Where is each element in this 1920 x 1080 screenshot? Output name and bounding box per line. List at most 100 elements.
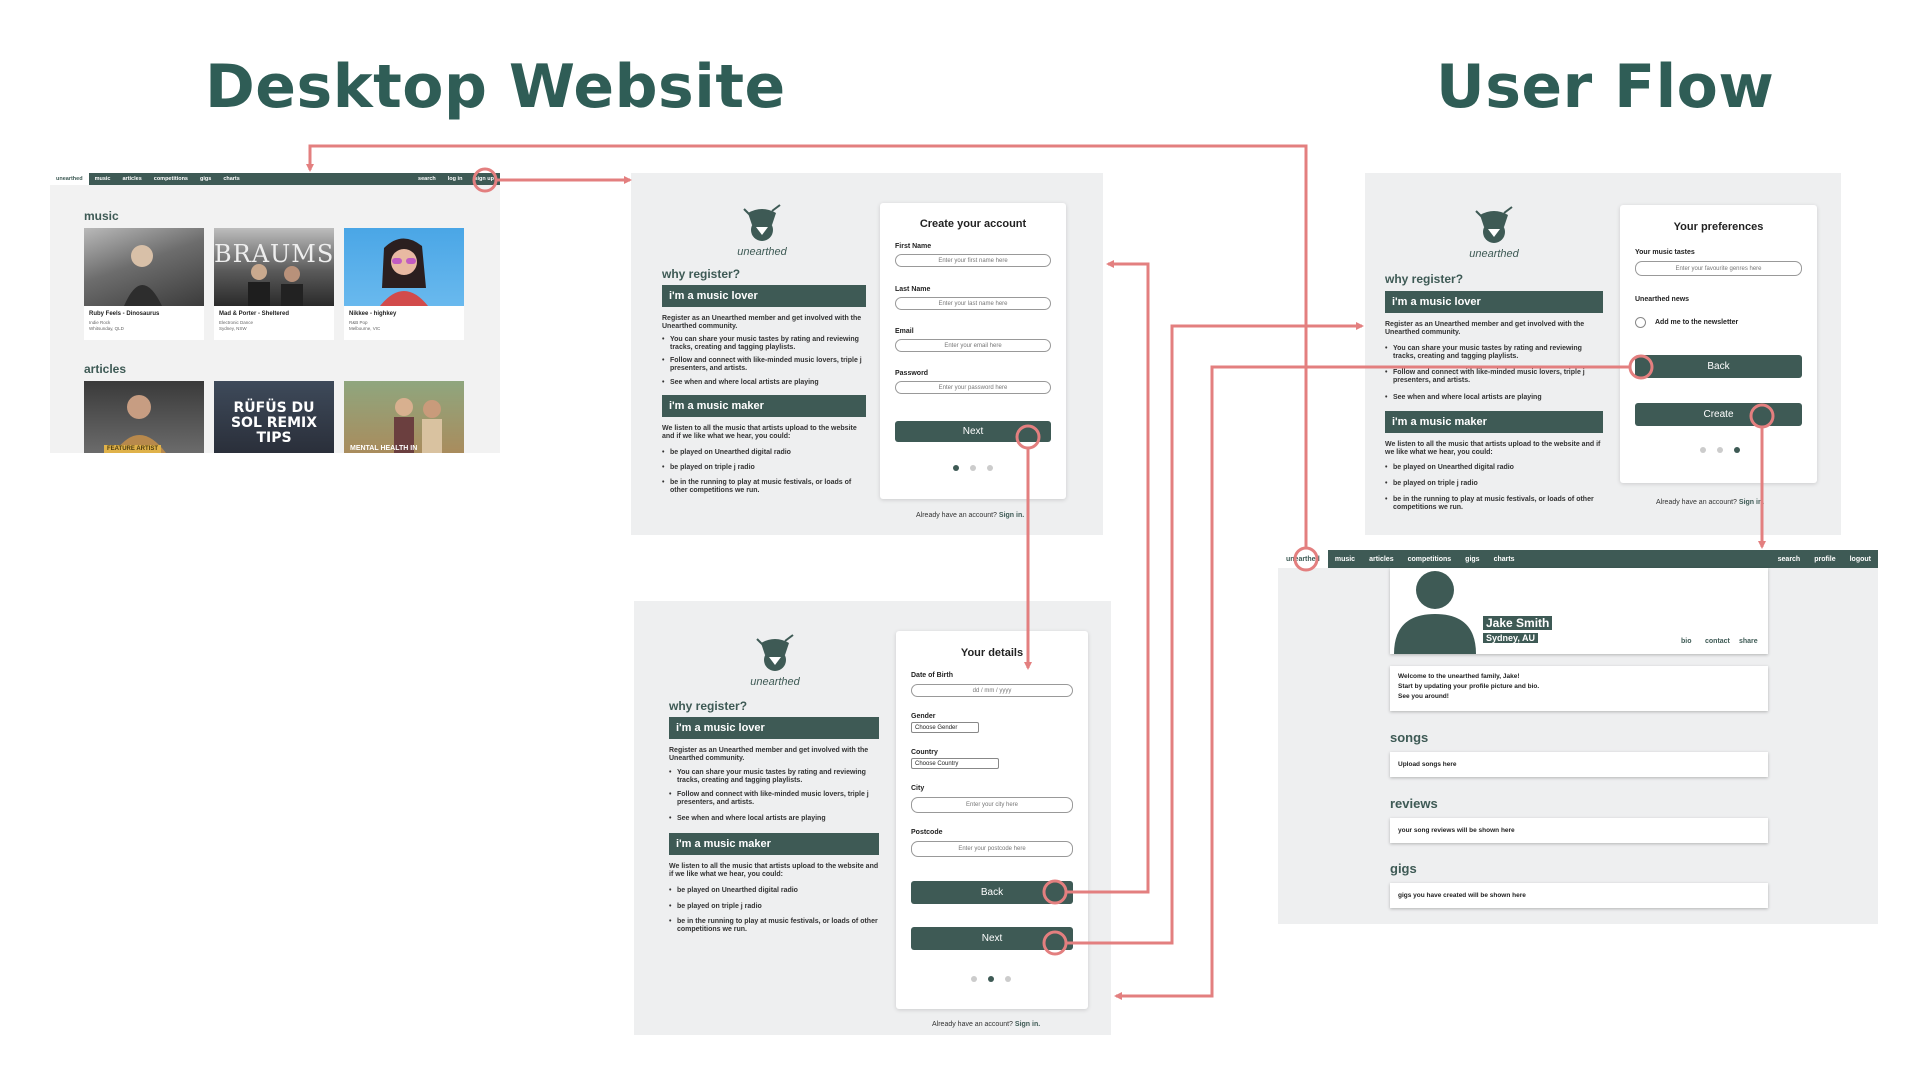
postcode-input[interactable]: Enter your postcode here xyxy=(911,841,1073,857)
step-indicator xyxy=(953,465,993,471)
bio-link[interactable]: bio xyxy=(1681,638,1692,645)
music-maker-bullet: be played on triple j radio xyxy=(1385,480,1603,488)
email-input[interactable]: Enter your email here xyxy=(895,339,1051,352)
signin-prompt: Already have an account? Sign in. xyxy=(932,1021,1040,1028)
welcome-line: See you around! xyxy=(1398,692,1449,700)
nav-logout[interactable]: logout xyxy=(1849,555,1871,563)
music-maker-bullet: be in the running to play at music festi… xyxy=(662,479,866,495)
nav-articles[interactable]: articles xyxy=(122,176,142,182)
why-register-title: why register? xyxy=(662,267,741,281)
nav-signup[interactable]: sign up xyxy=(474,176,494,182)
logo-icon xyxy=(756,634,794,671)
signin-link[interactable]: Sign in. xyxy=(998,512,1025,519)
nav-search[interactable]: search xyxy=(1777,555,1801,563)
article-card[interactable]: RÜFÜS DU SOL REMIX TIPS xyxy=(214,381,334,453)
country-select[interactable]: Choose Country xyxy=(911,758,999,769)
next-button[interactable]: Next xyxy=(895,421,1051,442)
music-card-title: Ruby Feels - Dinosaurus xyxy=(89,311,160,317)
form-title: Create your account xyxy=(919,218,1027,230)
article-card[interactable]: MENTAL HEALTH IN xyxy=(344,381,464,453)
music-card[interactable]: Ruby Feels - Dinosaurus Indie Rock Whits… xyxy=(84,228,204,340)
create-button[interactable]: Create xyxy=(1635,403,1802,426)
unearthed-logo: unearthed xyxy=(727,203,797,258)
music-card-title: Mad & Porter - Sheltered xyxy=(219,311,290,317)
profile-nav: unearthed music articles competitions gi… xyxy=(1278,550,1878,568)
profile-location: Sydney, AU xyxy=(1483,633,1539,643)
back-button[interactable]: Back xyxy=(911,881,1073,904)
music-lover-bullet: You can share your music tastes by ratin… xyxy=(662,336,866,352)
country-label: Country xyxy=(911,749,938,756)
nav-articles[interactable]: articles xyxy=(1369,555,1394,563)
already-text: Already have an account? xyxy=(932,1021,1013,1028)
music-maker-bullet: be in the running to play at music festi… xyxy=(669,918,879,934)
nav-logo[interactable]: unearthed xyxy=(50,173,89,185)
back-button[interactable]: Back xyxy=(1635,355,1802,378)
step-dot xyxy=(1717,447,1723,453)
music-maker-bullet: be played on triple j radio xyxy=(669,903,879,911)
welcome-text: Welcome to the unearthed family, Jake! S… xyxy=(1398,672,1539,701)
nav-logo[interactable]: unearthed xyxy=(1278,550,1328,568)
contact-link[interactable]: contact xyxy=(1705,638,1730,645)
nav-music[interactable]: music xyxy=(1334,555,1356,563)
music-tastes-label: Your music tastes xyxy=(1635,249,1695,256)
nav-competitions[interactable]: competitions xyxy=(153,176,188,182)
next-button[interactable]: Next xyxy=(911,927,1073,950)
nav-competitions[interactable]: competitions xyxy=(1407,555,1452,563)
last-name-input[interactable]: Enter your last name here xyxy=(895,297,1051,310)
logo-icon xyxy=(743,204,781,241)
first-name-input[interactable]: Enter your first name here xyxy=(895,254,1051,267)
music-card-genre: R&B Pop xyxy=(349,320,368,325)
music-maker-band: i'm a music maker xyxy=(662,395,866,417)
share-link[interactable]: share xyxy=(1739,638,1758,645)
form-title: Your preferences xyxy=(1673,221,1764,233)
logo-text: unearthed xyxy=(750,676,800,688)
step-dot xyxy=(971,976,977,982)
music-tastes-input[interactable]: Enter your favourite genres here xyxy=(1635,261,1802,276)
nav-music[interactable]: music xyxy=(94,176,111,182)
article-card[interactable]: FEATURE ARTIST xyxy=(84,381,204,453)
nav-login[interactable]: log in xyxy=(447,176,463,182)
nav-search[interactable]: search xyxy=(418,176,436,182)
music-maker-bullet: be played on triple j radio xyxy=(662,464,866,472)
music-maker-bullet: be played on Unearthed digital radio xyxy=(1385,464,1603,472)
gender-select[interactable]: Choose Gender xyxy=(911,722,979,733)
avatar-icon[interactable] xyxy=(1394,568,1476,654)
signin-prompt: Already have an account? Sign in. xyxy=(1656,499,1764,506)
music-maker-intro: We listen to all the music that artists … xyxy=(662,425,857,441)
nav-charts[interactable]: charts xyxy=(223,176,240,182)
welcome-line: Start by updating your profile picture a… xyxy=(1398,682,1540,690)
reviews-text: your song reviews will be shown here xyxy=(1398,827,1515,834)
nav-charts[interactable]: charts xyxy=(1493,555,1515,563)
music-lover-bullet: You can share your music tastes by ratin… xyxy=(669,769,879,785)
gigs-card[interactable]: gigs you have created will be shown here xyxy=(1390,883,1768,908)
music-lover-intro: Register as an Unearthed member and get … xyxy=(669,747,869,763)
dob-input[interactable]: dd / mm / yyyy xyxy=(911,684,1073,697)
heading-desktop-website: Desktop Website xyxy=(205,52,786,122)
last-name-label: Last Name xyxy=(895,286,931,293)
signin-link[interactable]: Sign in. xyxy=(1014,1021,1041,1028)
already-text: Already have an account? xyxy=(916,512,997,519)
unearthed-logo: unearthed xyxy=(740,633,810,688)
nav-gigs[interactable]: gigs xyxy=(200,176,212,182)
music-card-genre: Electronic Dance xyxy=(219,320,254,325)
gigs-title: gigs xyxy=(1390,861,1417,876)
nav-gigs[interactable]: gigs xyxy=(1465,555,1480,563)
register-step1-panel: unearthed why register? i'm a music love… xyxy=(631,173,1103,535)
songs-card[interactable]: Upload songs here xyxy=(1390,752,1768,777)
step-dot-active xyxy=(1734,447,1740,453)
music-maker-bullet: be played on Unearthed digital radio xyxy=(669,887,879,895)
profile-name: Jake Smith xyxy=(1483,616,1553,630)
music-card[interactable]: Nikkee - highkey R&B Pop Melbourne, VIC xyxy=(344,228,464,340)
city-input[interactable]: Enter your city here xyxy=(911,797,1073,813)
password-input[interactable]: Enter your password here xyxy=(895,381,1051,394)
music-card[interactable]: BRAUMS Mad & Porter - Sheltered Electron… xyxy=(214,228,334,340)
newsletter-checkbox[interactable] xyxy=(1635,317,1646,328)
nav-profile[interactable]: profile xyxy=(1814,555,1836,563)
reviews-card[interactable]: your song reviews will be shown here xyxy=(1390,818,1768,843)
register-step3-panel: unearthed why register? i'm a music love… xyxy=(1365,173,1841,535)
step-dot-active xyxy=(988,976,994,982)
why-register-title: why register? xyxy=(669,699,748,713)
signin-link[interactable]: Sign in. xyxy=(1738,499,1765,506)
music-section-title: music xyxy=(84,209,119,223)
music-card-image xyxy=(84,228,204,306)
